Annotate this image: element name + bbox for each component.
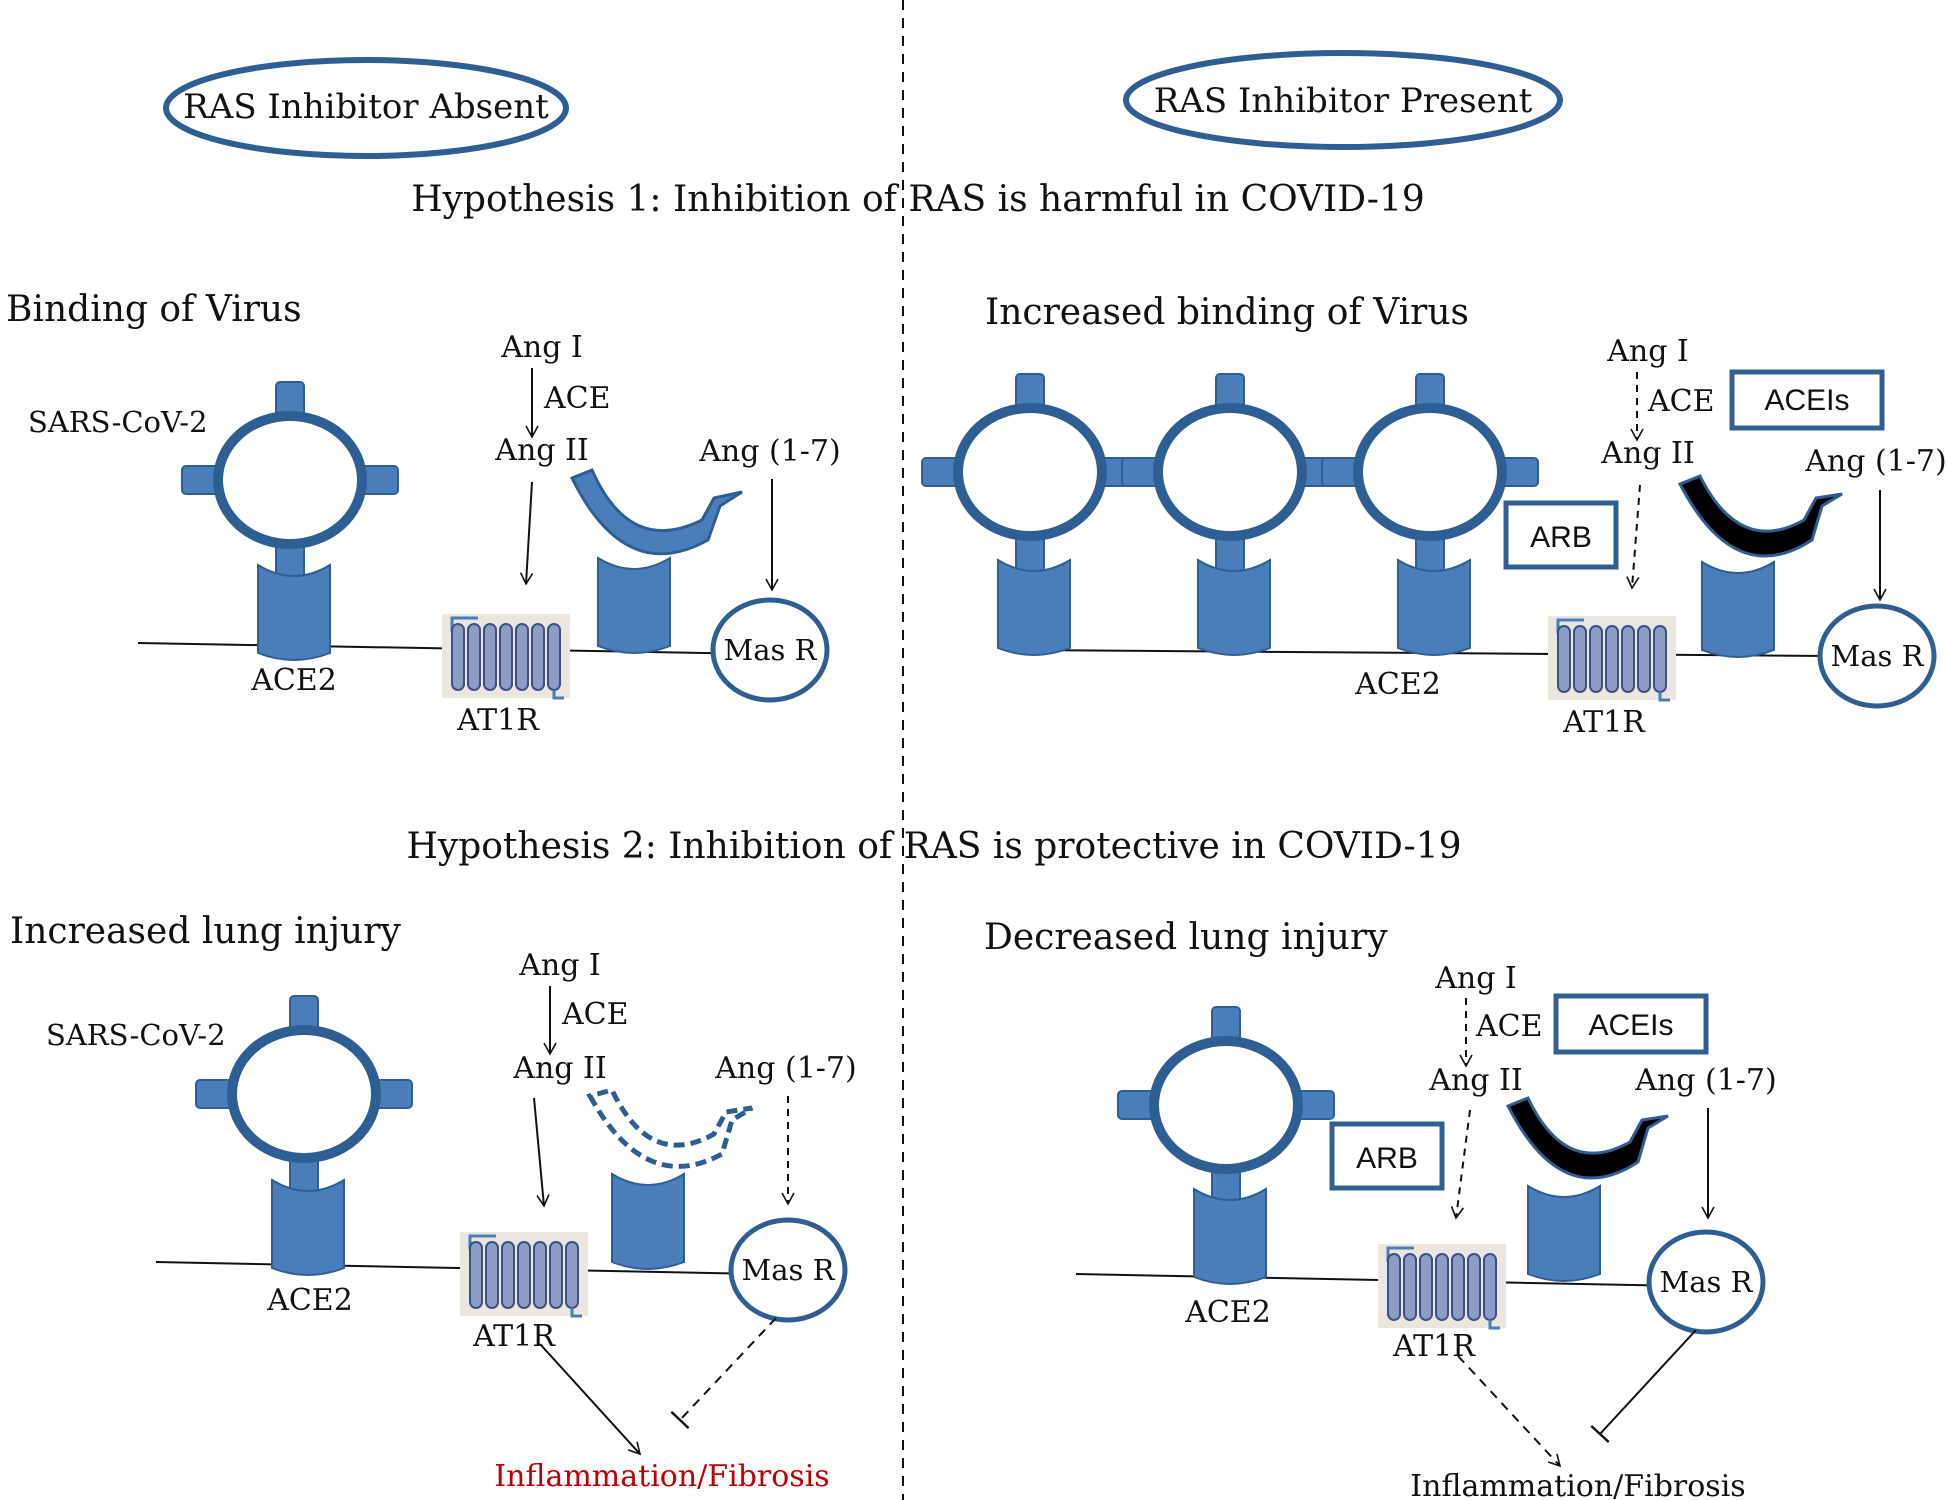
at1r-to-outcome-arrow xyxy=(539,1343,642,1456)
masr-inhibits-outcome-line xyxy=(670,1317,777,1430)
ang2-label: Ang II xyxy=(494,433,588,468)
masr-label: Mas R xyxy=(1660,1265,1754,1299)
mas-receptor-icon xyxy=(710,597,830,703)
hypothesis-1: Hypothesis 1: Inhibition of RAS is harmf… xyxy=(411,179,1425,220)
ang2-to-at1r-arrow xyxy=(519,481,534,586)
panel-title: Decreased lung injury xyxy=(984,917,1388,958)
ang17-label: Ang (1-7) xyxy=(1804,444,1946,479)
panel-top-right: Increased binding of Virus ACE2 AT1R Ang… xyxy=(922,292,1946,740)
panel-bottom-right: Decreased lung injury ACE2 AT1R Ang I AC… xyxy=(984,917,1777,1500)
sars-cov-2-virus-icon xyxy=(196,996,412,1194)
ang17-label: Ang (1-7) xyxy=(1634,1063,1776,1098)
ang1-label: Ang I xyxy=(500,330,583,365)
ang2-label: Ang II xyxy=(1600,436,1694,471)
ace2-receptor-icon xyxy=(1701,561,1775,658)
aceis-box xyxy=(1729,369,1885,431)
arb-box xyxy=(1503,500,1619,570)
mas-receptor-icon xyxy=(728,1217,848,1323)
ace2-receptor-icon xyxy=(1193,1188,1267,1285)
ang17-label: Ang (1-7) xyxy=(698,434,840,469)
at1r-label: AT1R xyxy=(456,703,540,738)
ace-label: ACE xyxy=(543,381,611,416)
outcome-label: Inflammation/Fibrosis xyxy=(494,1459,829,1494)
sars-cov-2-virus-icon xyxy=(1118,1007,1334,1205)
mas-receptor-icon xyxy=(1817,603,1937,709)
at1r-gpcr-icon xyxy=(458,1230,590,1318)
masr-label: Mas R xyxy=(1831,639,1925,673)
sars-cov-2-virus-icon xyxy=(182,382,398,580)
conversion-arrow-icon xyxy=(569,468,743,556)
ang1-label: Ang I xyxy=(1606,334,1689,369)
panel-title: Increased binding of Virus xyxy=(985,292,1469,333)
header-left-label: RAS Inhibitor Absent xyxy=(183,87,549,127)
ang2-to-at1r-arrow xyxy=(1450,1109,1471,1220)
virus-label: SARS-CoV-2 xyxy=(46,1018,226,1052)
at1r-gpcr-icon xyxy=(1376,1242,1508,1330)
header-left: RAS Inhibitor Absent xyxy=(163,57,569,159)
arb-label: ARB xyxy=(1530,521,1592,554)
ace2-label: ACE2 xyxy=(1184,1295,1271,1330)
at1r-label: AT1R xyxy=(472,1319,556,1354)
header-right: RAS Inhibitor Present xyxy=(1123,50,1563,150)
ace2-receptor-icon xyxy=(257,564,331,661)
at1r-gpcr-icon xyxy=(440,612,572,700)
ace2-label: ACE2 xyxy=(1354,667,1441,702)
ace2-receptor-icon xyxy=(1527,1185,1601,1282)
ace2-label: ACE2 xyxy=(266,1283,353,1318)
ace2-receptor-icon xyxy=(597,557,671,654)
ace-label: ACE xyxy=(561,997,629,1032)
at1r-gpcr-icon xyxy=(1546,614,1678,702)
at1r-to-outcome-arrow xyxy=(1457,1355,1562,1468)
ace-label: ACE xyxy=(1475,1009,1543,1044)
ang17-label: Ang (1-7) xyxy=(714,1051,856,1086)
header-right-label: RAS Inhibitor Present xyxy=(1154,81,1533,121)
cell-membrane xyxy=(155,1261,761,1275)
conversion-arrow-dashed-icon xyxy=(586,1087,754,1169)
sars-cov-2-virus-icon xyxy=(922,374,1138,572)
hypothesis-2: Hypothesis 2: Inhibition of RAS is prote… xyxy=(406,826,1461,867)
masr-label: Mas R xyxy=(742,1253,836,1287)
ang2-to-at1r-arrow xyxy=(1626,484,1641,590)
ace2-receptor-icon xyxy=(997,559,1071,656)
arb-label: ARB xyxy=(1356,1142,1418,1175)
mas-receptor-icon xyxy=(1646,1229,1766,1335)
sars-cov-2-virus-icon xyxy=(1122,374,1338,572)
ace2-receptor-icon xyxy=(611,1173,685,1270)
ang1-label: Ang I xyxy=(1434,961,1517,996)
conversion-arrow-icon xyxy=(1677,474,1843,558)
virus-label: SARS-CoV-2 xyxy=(28,405,208,439)
aceis-box xyxy=(1553,993,1709,1055)
at1r-label: AT1R xyxy=(1392,1329,1476,1364)
ace2-label: ACE2 xyxy=(250,663,337,698)
ang2-to-at1r-arrow xyxy=(533,1097,550,1208)
ang1-label: Ang I xyxy=(518,948,601,983)
at1r-label: AT1R xyxy=(1562,705,1646,740)
outcome-label: Inflammation/Fibrosis xyxy=(1410,1469,1745,1500)
ace2-receptor-icon xyxy=(271,1179,345,1276)
panel-bottom-left: Increased lung injury SARS-CoV-2 ACE2 AT… xyxy=(10,911,857,1494)
aceis-label: ACEIs xyxy=(1588,1009,1673,1042)
ace2-receptor-icon xyxy=(1197,559,1271,656)
panel-title: Binding of Virus xyxy=(6,289,302,330)
masr-inhibits-outcome-line xyxy=(1590,1329,1697,1444)
panel-top-left: Binding of Virus SARS-CoV-2 ACE2 AT1R An… xyxy=(6,289,841,738)
ang2-label: Ang II xyxy=(512,1051,606,1086)
conversion-arrow-icon xyxy=(1505,1096,1669,1180)
ang2-label: Ang II xyxy=(1428,1063,1522,1098)
ace2-receptor-icon xyxy=(1397,559,1471,656)
arb-box xyxy=(1329,1121,1445,1191)
aceis-label: ACEIs xyxy=(1764,384,1849,417)
ace-label: ACE xyxy=(1647,384,1715,419)
masr-label: Mas R xyxy=(724,633,818,667)
panel-title: Increased lung injury xyxy=(10,911,401,952)
